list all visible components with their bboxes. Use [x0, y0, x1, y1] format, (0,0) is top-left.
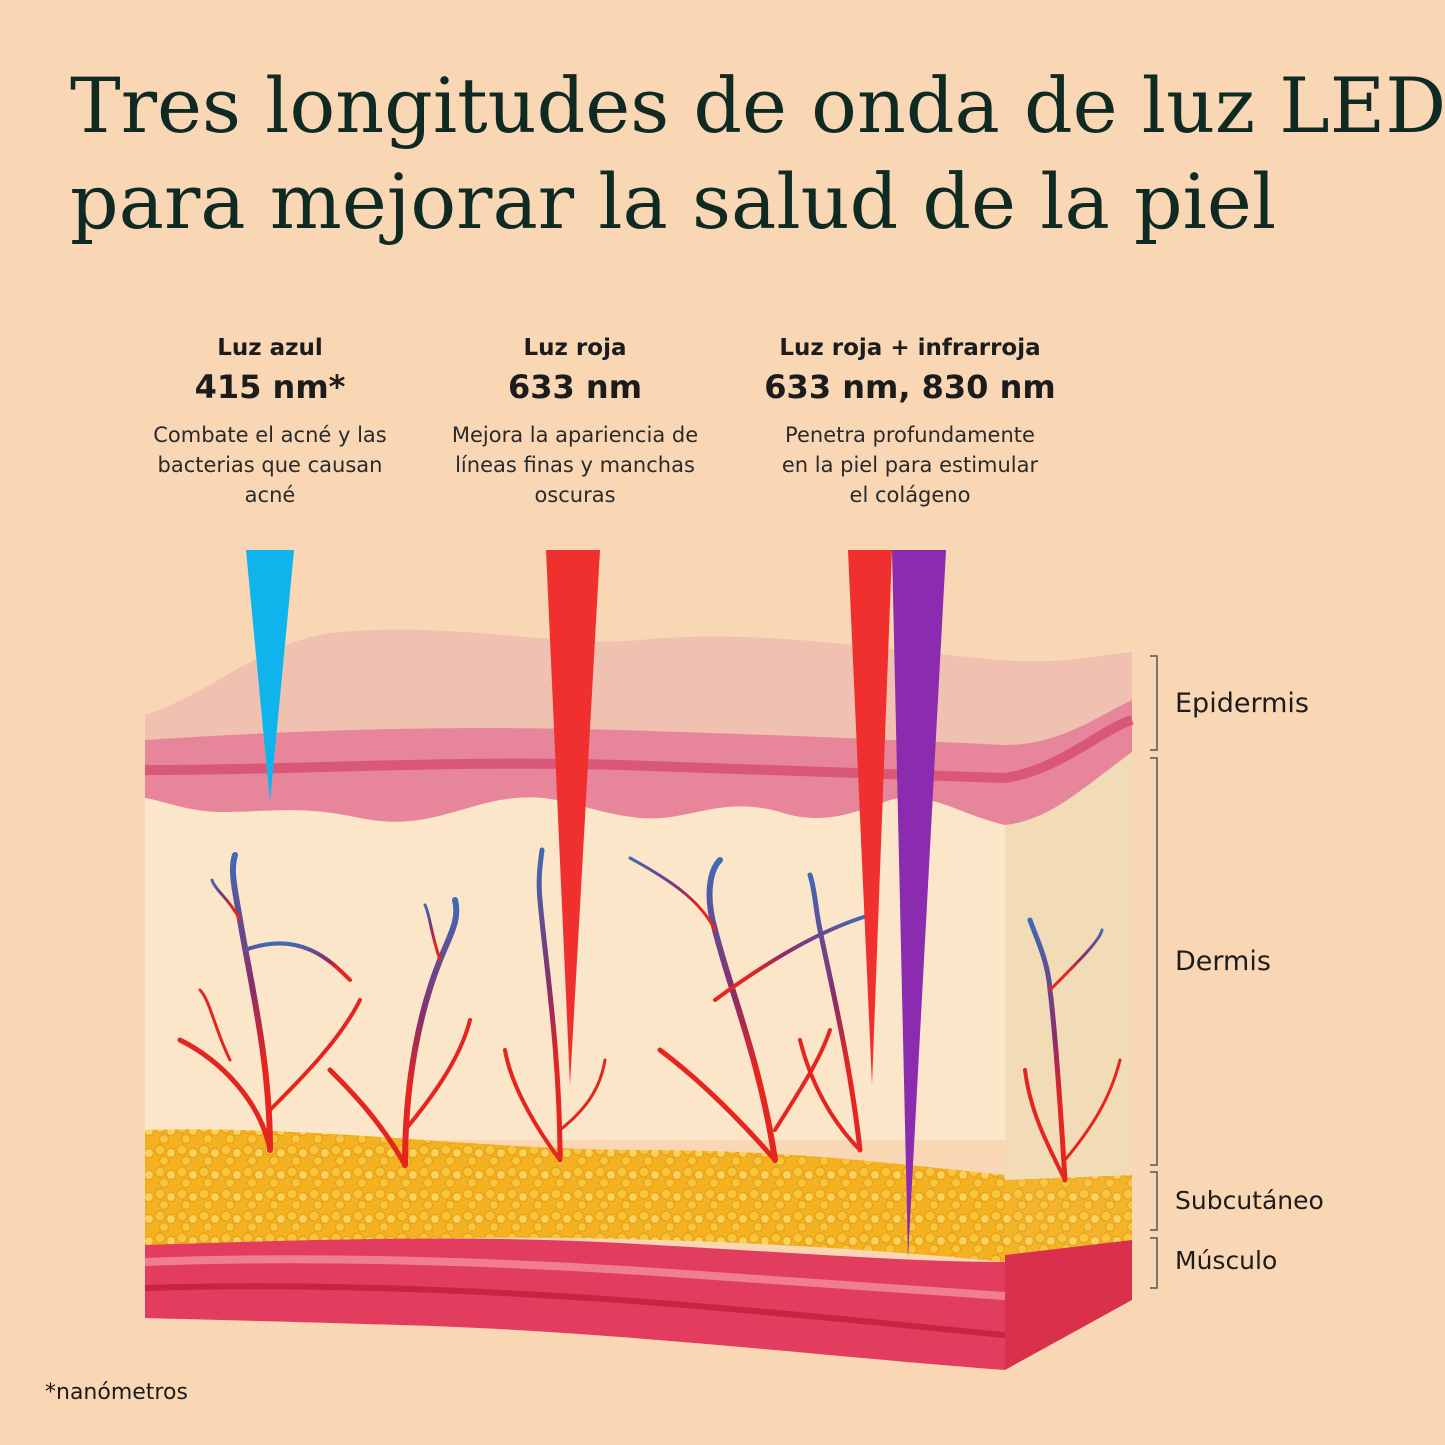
ir-desc-line: Penetra profundamente [785, 423, 1035, 447]
red-light-name: Luz roja [523, 335, 627, 361]
dermis-label: Dermis [1175, 946, 1271, 977]
infrared-light-description: Penetra profundamente en la piel para es… [740, 420, 1080, 510]
red-light-beam-2 [848, 550, 892, 1085]
blue-light-beam [246, 550, 294, 802]
blue-desc-line: bacterias que causan [157, 453, 383, 477]
page-title: Tres longitudes de onda de luz LED para … [70, 58, 1445, 250]
red-desc-line: líneas finas y manchas [455, 453, 695, 477]
infrared-light-beam [892, 550, 946, 1258]
subcutaneous-label: Subcutáneo [1175, 1186, 1324, 1215]
footnote: *nanómetros [45, 1380, 188, 1405]
muscle-layer [144, 1238, 1006, 1370]
blue-desc-line: acné [244, 483, 296, 507]
red-light-wavelength: 633 nm [507, 368, 643, 406]
infrared-light-wavelength: 633 nm, 830 nm [764, 368, 1056, 406]
block-side-face [1005, 700, 1132, 1370]
subcutaneous-layer [145, 1129, 1005, 1262]
ir-desc-line: el colágeno [849, 483, 971, 507]
red-light-description: Mejora la apariencia de líneas finas y m… [430, 420, 720, 510]
title-line-2: para mejorar la salud de la piel [70, 157, 1277, 246]
red-desc-line: Mejora la apariencia de [451, 423, 699, 447]
blue-light-wavelength: 415 nm* [194, 368, 346, 406]
layer-brackets [1150, 655, 1158, 1289]
red-light-column: Luz roja 633 nm Mejora la apariencia de … [430, 332, 720, 510]
epidermis-layer [144, 629, 1134, 825]
muscle-label: Músculo [1175, 1246, 1278, 1275]
ir-desc-line: en la piel para estimular [781, 453, 1039, 477]
blue-desc-line: Combate el acné y las [153, 423, 387, 447]
blood-vessels [177, 847, 1122, 1183]
infrared-light-name: Luz roja + infrarroja [779, 335, 1041, 361]
red-desc-line: oscuras [534, 483, 616, 507]
title-line-1: Tres longitudes de onda de luz LED [70, 61, 1445, 150]
light-beams [246, 550, 946, 1258]
red-light-beam [546, 550, 600, 1085]
epidermis-label: Epidermis [1175, 688, 1309, 719]
blue-light-description: Combate el acné y las bacterias que caus… [130, 420, 410, 510]
blue-light-name: Luz azul [217, 335, 323, 361]
blue-light-column: Luz azul 415 nm* Combate el acné y las b… [130, 332, 410, 510]
infrared-light-column: Luz roja + infrarroja 633 nm, 830 nm Pen… [740, 332, 1080, 510]
